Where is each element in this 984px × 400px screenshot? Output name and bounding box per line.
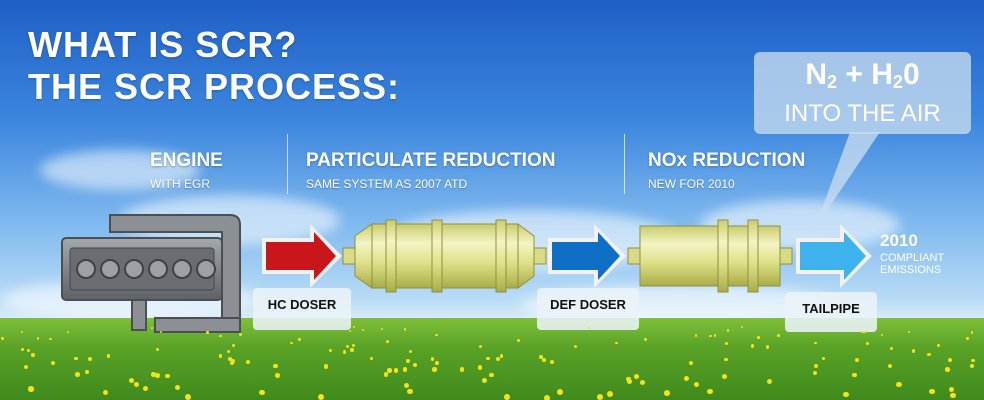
flower: [908, 331, 910, 333]
flower: [1, 337, 4, 340]
def-doser-text: DEF DOSER: [550, 297, 626, 312]
flower: [346, 345, 349, 348]
flower: [239, 333, 241, 335]
end-line2: EMISSIONS: [880, 264, 980, 276]
particulate-filter-icon: [343, 220, 546, 292]
flower: [387, 368, 391, 372]
flower: [500, 354, 504, 358]
flower: [945, 367, 949, 371]
flower: [971, 359, 975, 363]
flower: [557, 389, 563, 395]
flower: [21, 331, 23, 333]
flower: [550, 360, 554, 364]
light-blue-arrow-icon: [796, 224, 872, 288]
flower: [384, 372, 389, 377]
hc-doser-label: HC DOSER: [253, 288, 351, 330]
hc-doser-text: HC DOSER: [268, 297, 337, 312]
flower: [767, 379, 772, 384]
flower: [298, 338, 301, 341]
flower: [31, 353, 35, 357]
flower: [855, 358, 859, 362]
flower: [460, 367, 464, 371]
def-doser-label: DEF DOSER: [537, 288, 639, 330]
flower: [324, 364, 328, 368]
flower: [143, 386, 148, 391]
flower: [404, 383, 409, 388]
flower: [927, 353, 931, 357]
nox-catalyst-icon: [628, 220, 792, 292]
flower: [318, 394, 324, 400]
flower: [725, 342, 728, 345]
flower: [482, 378, 487, 383]
flower: [574, 345, 577, 348]
flower: [544, 395, 550, 400]
flower: [478, 365, 482, 369]
flower: [890, 347, 893, 350]
flower: [912, 349, 915, 352]
flower: [75, 372, 80, 377]
flower: [741, 326, 743, 328]
flower: [607, 391, 613, 397]
flower: [394, 368, 398, 372]
flower: [486, 357, 490, 361]
flower: [489, 373, 494, 378]
flower: [640, 380, 645, 385]
flower: [349, 330, 351, 332]
flower: [684, 376, 689, 381]
flower: [777, 334, 780, 337]
flower: [275, 373, 280, 378]
flower: [51, 361, 55, 365]
flower: [727, 329, 729, 331]
flower: [353, 326, 355, 328]
flower: [929, 389, 935, 395]
flower: [966, 337, 969, 340]
blue-arrow-icon: [548, 224, 626, 288]
flower: [757, 336, 760, 339]
flower: [948, 358, 952, 362]
flower: [896, 382, 901, 387]
flower: [350, 348, 353, 351]
flower: [504, 394, 510, 400]
flower: [542, 358, 546, 362]
flower: [219, 354, 223, 358]
end-year: 2010: [880, 231, 918, 251]
flower: [185, 394, 191, 400]
flower: [232, 344, 235, 347]
flower: [634, 374, 639, 379]
end-line1: COMPLIANT: [880, 252, 980, 264]
flower: [766, 345, 769, 348]
flower: [404, 328, 406, 330]
flower: [24, 365, 28, 369]
flower: [37, 337, 40, 340]
flower: [689, 361, 693, 365]
flower: [246, 360, 250, 364]
flower: [852, 373, 857, 378]
flower: [664, 390, 670, 396]
flower: [435, 334, 437, 336]
flower: [273, 364, 277, 368]
flower: [971, 331, 973, 333]
flower: [707, 389, 713, 395]
flower: [432, 367, 436, 371]
flower: [259, 390, 265, 396]
flower: [694, 382, 699, 387]
flower: [709, 335, 712, 338]
flower: [597, 394, 603, 400]
flower: [863, 331, 865, 333]
red-arrow-icon: [262, 224, 342, 288]
engine-icon: [62, 215, 240, 332]
flower: [151, 372, 156, 377]
flower: [403, 367, 407, 371]
tailpipe-text: TAILPIPE: [802, 301, 860, 316]
flower: [362, 329, 364, 331]
flower: [206, 331, 208, 333]
flower: [479, 345, 482, 348]
flower: [724, 358, 728, 362]
flower: [28, 386, 33, 391]
flower: [231, 359, 235, 363]
tailpipe-label: TAILPIPE: [785, 292, 877, 332]
